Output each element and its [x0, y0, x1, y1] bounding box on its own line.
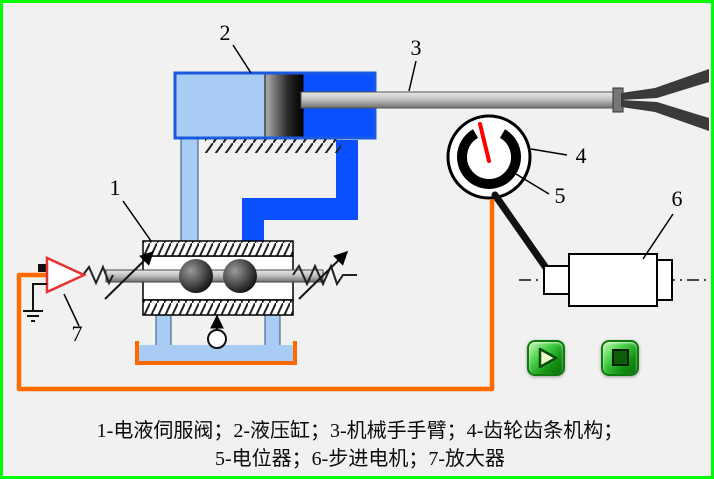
- amplifier-triangle: [45, 256, 87, 294]
- motor-link-bar: [491, 191, 555, 279]
- drain-arrow: [207, 314, 227, 349]
- valve-spool-rod: [105, 269, 324, 283]
- potentiometer-arc: [457, 129, 521, 189]
- amplifier: [38, 256, 87, 294]
- valve-hatch-bottom: [142, 299, 294, 316]
- caption-line-2: 5-电位器；6-步进电机；7-放大器: [215, 448, 505, 470]
- manipulator-arm-rod: [300, 91, 618, 109]
- stop-icon: [612, 349, 629, 366]
- piston: [264, 72, 304, 139]
- valve-hatch-top: [142, 240, 294, 257]
- play-icon: [538, 347, 558, 369]
- leader-5: [515, 173, 550, 195]
- leader-6: [642, 213, 674, 260]
- spool-land-left: [179, 259, 213, 293]
- leader-1: [122, 200, 152, 242]
- component-label-2: 2: [220, 20, 231, 45]
- component-label-7: 7: [72, 321, 83, 346]
- fixed-mount-hatch: [205, 139, 341, 153]
- caption: 1-电液伺服阀；2-液压缸；3-机械手手臂；4-齿轮齿条机构； 5-电位器；6-…: [3, 417, 711, 473]
- pipe-light-left: [180, 135, 199, 247]
- component-label-5: 5: [555, 183, 566, 208]
- leader-3: [408, 60, 417, 92]
- component-label-1: 1: [110, 175, 121, 200]
- component-label-4: 4: [576, 143, 587, 168]
- leader-4: [530, 148, 568, 156]
- component-label-6: 6: [672, 186, 683, 211]
- leader-2: [232, 44, 252, 74]
- stepper-motor: [543, 253, 673, 307]
- leader-lines: [63, 44, 674, 327]
- leader-7: [63, 293, 80, 327]
- stop-button[interactable]: [601, 340, 639, 376]
- diagram-canvas: 1 2 3 4 5 6 7: [16, 20, 711, 392]
- play-button[interactable]: [527, 340, 565, 376]
- feedback-wire: [16, 199, 495, 392]
- servo-valve: [82, 240, 357, 316]
- valve-return-leg-left: [155, 313, 172, 347]
- ground-symbol: [23, 283, 47, 322]
- caption-line-1: 1-电液伺服阀；2-液压缸；3-机械手手臂；4-齿轮齿条机构；: [96, 420, 624, 442]
- oil-tank: [135, 341, 297, 365]
- spool-land-right: [223, 259, 257, 293]
- actuator-arrow-left: [104, 251, 155, 300]
- pipe-dark-blue: [242, 140, 358, 249]
- component-label-3: 3: [411, 35, 422, 60]
- spring-right: [292, 263, 357, 287]
- input-terminal: [38, 264, 46, 272]
- valve-return-leg-right: [264, 313, 281, 347]
- actuator-arrow-right: [298, 251, 349, 300]
- gripper: [612, 69, 709, 131]
- spring-left: [82, 264, 114, 286]
- gear-rack-dial: [446, 114, 532, 200]
- dial-needle: [478, 122, 491, 163]
